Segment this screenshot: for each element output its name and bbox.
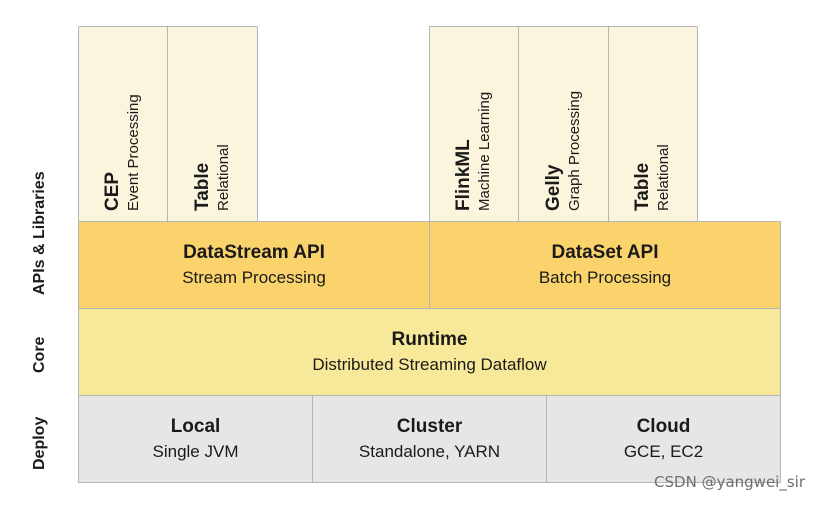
library-flinkml: FlinkML Machine Learning xyxy=(429,26,519,222)
deploy-local-box: Local Single JVM xyxy=(78,395,313,483)
deploy-cloud-box: Cloud GCE, EC2 xyxy=(546,395,781,483)
runtime-box: Runtime Distributed Streaming Dataflow xyxy=(78,308,781,396)
library-gelly-title: Gelly xyxy=(542,164,564,211)
deploy-cloud-subtitle: GCE, EC2 xyxy=(623,441,704,461)
library-table-batch: Table Relational xyxy=(608,26,698,222)
layer-label-apis-libraries: APIs & Libraries xyxy=(31,171,48,295)
library-gelly-subtitle: Graph Processing xyxy=(565,90,583,211)
library-gelly: Gelly Graph Processing xyxy=(518,26,609,222)
library-table-batch-label: Table Relational xyxy=(632,144,674,211)
dataset-api-box: DataSet API Batch Processing xyxy=(429,221,781,309)
library-table-batch-subtitle: Relational xyxy=(655,144,672,211)
datastream-api-title: DataStream API xyxy=(183,241,325,263)
layer-label-core: Core xyxy=(31,336,48,373)
watermark-text: CSDN @yangwei_sir xyxy=(654,473,805,491)
datastream-api-subtitle: Stream Processing xyxy=(182,267,326,287)
deploy-cloud-title: Cloud xyxy=(636,415,691,437)
library-table-stream-title: Table xyxy=(191,162,213,211)
deploy-cluster-box: Cluster Standalone, YARN xyxy=(312,395,547,483)
library-cep-label: CEP Event Processing xyxy=(102,94,144,211)
deploy-local-subtitle: Single JVM xyxy=(152,441,239,461)
library-table-stream: Table Relational xyxy=(167,26,258,222)
library-flinkml-subtitle: Machine Learning xyxy=(476,91,493,211)
deploy-cluster-subtitle: Standalone, YARN xyxy=(358,441,501,461)
runtime-title: Runtime xyxy=(391,328,468,350)
library-cep: CEP Event Processing xyxy=(78,26,168,222)
deploy-local-title: Local xyxy=(170,415,221,437)
library-gelly-label: Gelly Graph Processing xyxy=(543,91,585,211)
datastream-api-box: DataStream API Stream Processing xyxy=(78,221,430,309)
library-cep-subtitle: Event Processing xyxy=(125,94,142,211)
library-flinkml-title: FlinkML xyxy=(453,139,474,211)
library-table-stream-label: Table Relational xyxy=(192,144,234,211)
dataset-api-subtitle: Batch Processing xyxy=(538,267,672,287)
runtime-subtitle: Distributed Streaming Dataflow xyxy=(312,354,547,374)
library-flinkml-label: FlinkML Machine Learning xyxy=(453,92,495,211)
library-cep-title: CEP xyxy=(102,171,123,211)
layer-label-deploy: Deploy xyxy=(31,416,48,470)
library-table-stream-subtitle: Relational xyxy=(214,144,232,211)
deploy-cluster-title: Cluster xyxy=(396,415,463,437)
dataset-api-title: DataSet API xyxy=(551,241,659,263)
library-table-batch-title: Table xyxy=(632,162,653,211)
